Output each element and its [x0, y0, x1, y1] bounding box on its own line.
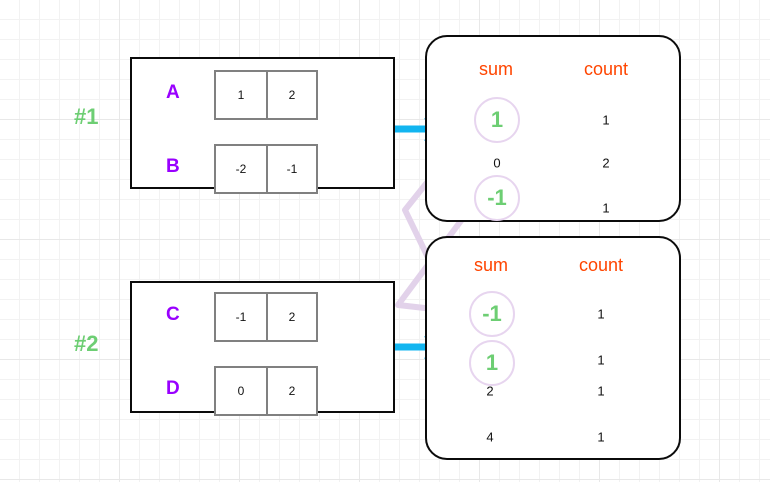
column-header-sum-2: sum [473, 255, 509, 275]
row-label-a: A [166, 82, 180, 103]
sum-value-1-1: 0 [493, 155, 501, 171]
highlight-circle-1b [474, 175, 520, 221]
output-panel-group-2 [425, 236, 681, 460]
count-value-1-2: 1 [602, 200, 610, 216]
sum-value-2-3: 4 [486, 429, 494, 445]
row-label-b: B [166, 156, 180, 177]
row-values-d: 0 2 [214, 366, 318, 416]
highlight-circle-2b [469, 340, 515, 386]
highlight-circle-2a [469, 291, 515, 337]
cell-b-0: -2 [235, 162, 247, 176]
output-panel-group-1 [425, 35, 681, 222]
column-header-sum-1: sum [478, 59, 514, 79]
count-value-2-1: 1 [597, 352, 605, 368]
row-values-a: 1 2 [214, 70, 318, 120]
row-label-d: D [166, 378, 180, 399]
group-index-label-1: #1 [74, 104, 99, 129]
sum-value-2-2: 2 [486, 383, 494, 399]
cell-a-0: 1 [237, 88, 245, 102]
cell-b-1: -1 [266, 146, 316, 192]
row-label-c: C [166, 304, 180, 325]
count-value-1-0: 1 [602, 112, 610, 128]
cell-a-1: 2 [266, 72, 316, 118]
highlight-circle-1a [474, 97, 520, 143]
count-value-2-0: 1 [597, 306, 605, 322]
cell-d-1: 2 [266, 368, 316, 414]
cell-c-1: 2 [266, 294, 316, 340]
count-value-1-1: 2 [602, 155, 610, 171]
count-value-2-2: 1 [597, 383, 605, 399]
row-values-b: -2 -1 [214, 144, 318, 194]
sum-value-2-0: -1 [482, 301, 502, 326]
column-header-count-1: count [583, 59, 629, 79]
column-header-count-2: count [578, 255, 624, 275]
cell-d-0: 0 [237, 384, 245, 398]
group-index-label-2: #2 [74, 331, 99, 356]
sum-value-1-2: -1 [487, 185, 507, 210]
sum-value-2-1: 1 [485, 350, 499, 375]
cell-c-0: -1 [235, 310, 247, 324]
row-values-c: -1 2 [214, 292, 318, 342]
count-value-2-3: 1 [597, 429, 605, 445]
sum-value-1-0: 1 [490, 107, 504, 132]
